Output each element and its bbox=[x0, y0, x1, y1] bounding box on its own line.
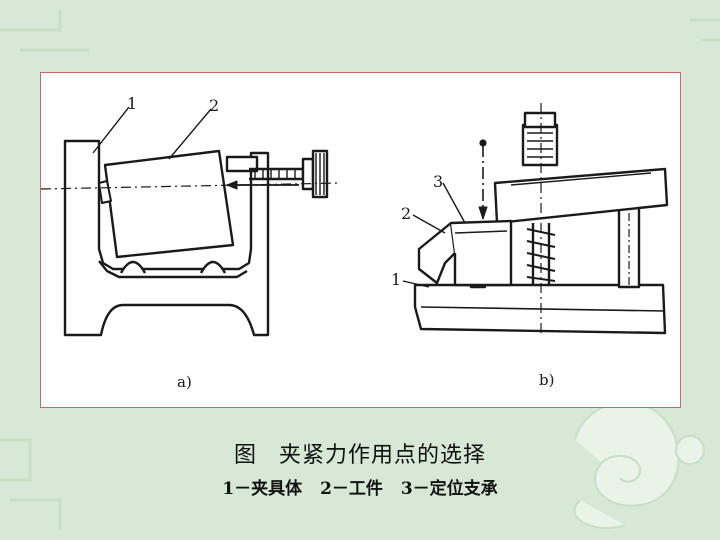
stud-nut-b bbox=[521, 103, 559, 333]
clamp-lever-b bbox=[493, 167, 669, 225]
legend-item-2: 2－工件 bbox=[320, 479, 383, 499]
diagram-a bbox=[41, 106, 342, 337]
label-a-1: 1 bbox=[127, 94, 137, 113]
fixture-body-b bbox=[413, 283, 667, 335]
ornament-dragon-icon bbox=[573, 401, 705, 530]
figure-caption-title: 图夹紧力作用点的选择 bbox=[0, 437, 720, 469]
caption-fig-word: 图 bbox=[233, 443, 257, 468]
label-b-1: 1 bbox=[391, 270, 401, 289]
legend-item-1: 1－夹具体 bbox=[222, 479, 303, 499]
figure-legend: 1－夹具体 2－工件 3－定位支承 bbox=[0, 474, 720, 499]
fixture-body-a bbox=[63, 139, 270, 337]
sublabel-b: b) bbox=[539, 371, 554, 389]
label-b-3: 3 bbox=[433, 172, 443, 191]
label-a-2: 2 bbox=[209, 96, 219, 115]
diagram-b bbox=[402, 103, 669, 335]
workpiece-a bbox=[98, 149, 235, 259]
workpiece-b bbox=[417, 219, 513, 287]
clamping-diagram: 1 2 a) bbox=[41, 94, 669, 391]
clamp-screw-a bbox=[225, 149, 329, 199]
legend-item-3: 3－定位支承 bbox=[400, 479, 498, 499]
caption-title-text: 夹紧力作用点的选择 bbox=[279, 443, 487, 468]
figure-panel: 1 2 a) bbox=[40, 72, 681, 408]
sublabel-a: a) bbox=[177, 373, 192, 391]
label-b-2: 2 bbox=[401, 204, 411, 223]
